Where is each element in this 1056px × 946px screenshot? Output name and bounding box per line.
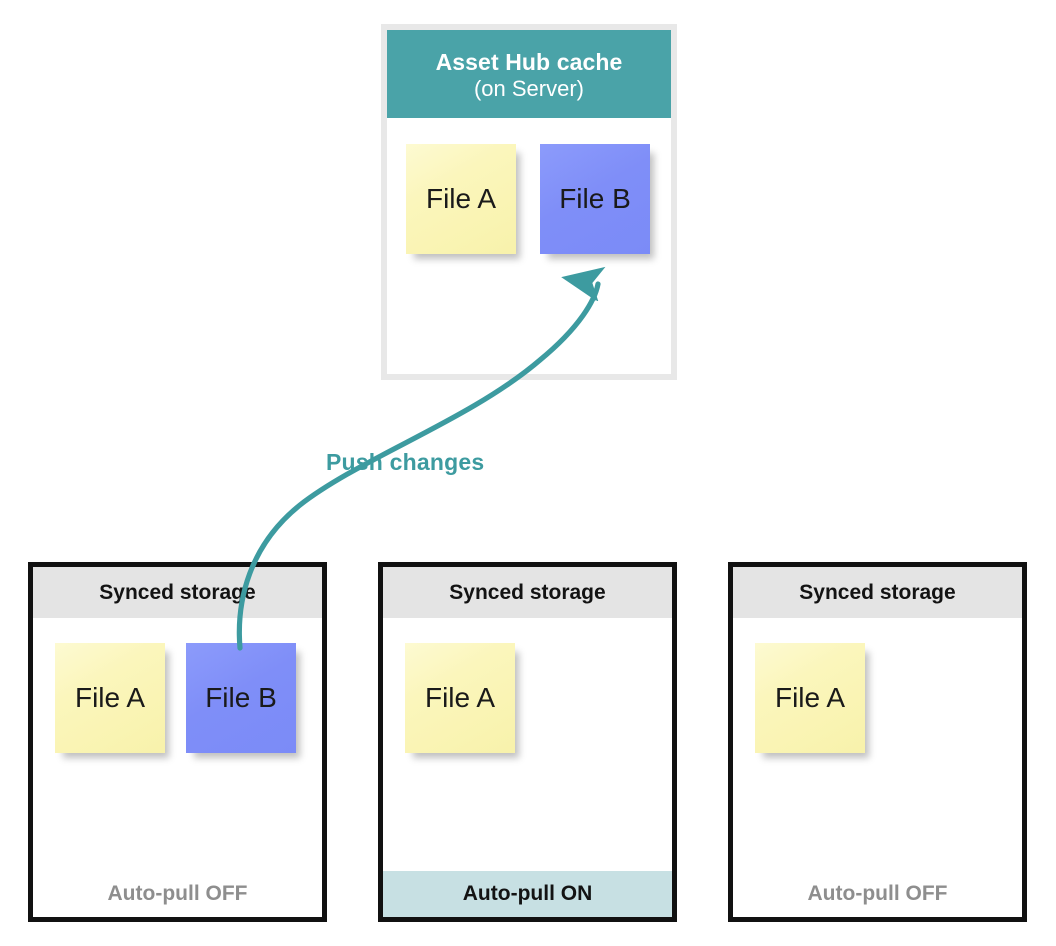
- client2-file-card-a[interactable]: File A: [405, 643, 515, 753]
- client1-file-card-b[interactable]: File B: [186, 643, 296, 753]
- synced-storage-body-2: File A: [383, 618, 672, 871]
- auto-pull-status-1: Auto-pull OFF: [33, 871, 322, 917]
- server-file-card-a[interactable]: File A: [406, 144, 516, 254]
- asset-hub-cache-header: Asset Hub cache (on Server): [387, 30, 671, 118]
- synced-storage-box-3: Synced storage File A Auto-pull OFF: [728, 562, 1027, 922]
- asset-hub-cache-title: Asset Hub cache: [435, 48, 623, 75]
- synced-storage-box-1: Synced storage File A File B Auto-pull O…: [28, 562, 327, 922]
- server-file-b-label: File B: [559, 183, 631, 214]
- synced-storage-body-1: File A File B: [33, 618, 322, 871]
- synced-storage-header-1: Synced storage: [33, 567, 322, 618]
- auto-pull-status-2: Auto-pull ON: [383, 871, 672, 917]
- client1-file-b-label: File B: [205, 682, 277, 713]
- server-file-a-label: File A: [425, 183, 497, 214]
- asset-hub-cache-panel: Asset Hub cache (on Server) File A File …: [381, 24, 677, 380]
- asset-hub-cache-subtitle: (on Server): [473, 75, 585, 101]
- client1-file-card-a[interactable]: File A: [55, 643, 165, 753]
- client1-file-a-label: File A: [74, 682, 146, 713]
- push-changes-label: Push changes: [326, 449, 485, 475]
- client2-file-a-label: File A: [424, 682, 496, 713]
- synced-storage-body-3: File A: [733, 618, 1022, 871]
- synced-storage-header-2: Synced storage: [383, 567, 672, 618]
- synced-storage-box-2: Synced storage File A Auto-pull ON: [378, 562, 677, 922]
- client3-file-a-label: File A: [774, 682, 846, 713]
- asset-hub-cache-body: File A File B: [387, 118, 671, 374]
- auto-pull-status-3: Auto-pull OFF: [733, 871, 1022, 917]
- client3-file-card-a[interactable]: File A: [755, 643, 865, 753]
- server-file-card-b[interactable]: File B: [540, 144, 650, 254]
- synced-storage-header-3: Synced storage: [733, 567, 1022, 618]
